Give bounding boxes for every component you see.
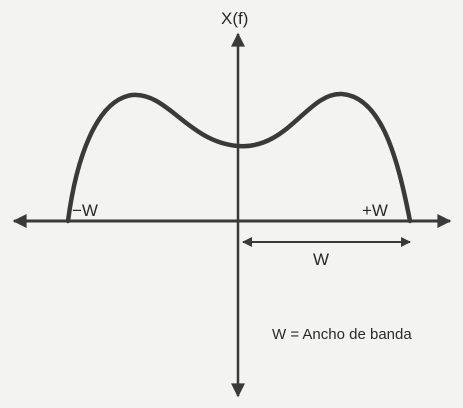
pos-band-label: +W [362,201,388,220]
spectrum-curve [65,91,413,224]
bandwidth-label: W [313,250,329,269]
y-axis-label: X(f) [221,9,248,28]
bandwidth-legend: W = Ancho de banda [272,326,412,343]
neg-band-label: −W [72,201,98,220]
